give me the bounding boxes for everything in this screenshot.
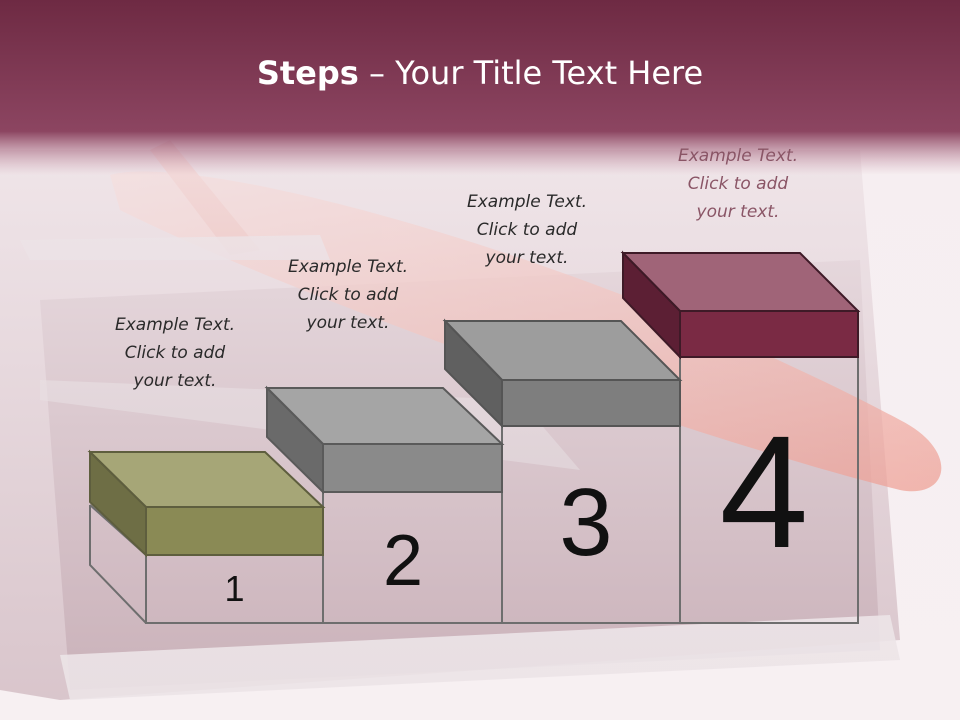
page-title: Steps – Your Title Text Here bbox=[0, 54, 960, 92]
step-1-caption-line-1: Example Text. bbox=[114, 315, 236, 335]
step-2-caption[interactable]: Example Text. Click to add your text. bbox=[263, 253, 433, 337]
step-1-caption-line-2: Click to add bbox=[124, 343, 226, 363]
step-1-caption-line-3: your text. bbox=[133, 371, 217, 391]
step-2-number: 2 bbox=[382, 521, 424, 601]
step-2-caption-line-1: Example Text. bbox=[287, 257, 409, 277]
step-4-number: 4 bbox=[719, 402, 809, 581]
step-4-caption-line-1: Example Text. bbox=[677, 146, 799, 166]
step-1-number: 1 bbox=[224, 568, 245, 609]
title-bold: Steps bbox=[256, 54, 359, 92]
step-3-caption[interactable]: Example Text. Click to add your text. bbox=[442, 188, 612, 272]
step-4-lid bbox=[620, 250, 861, 360]
step-4-caption-line-3: your text. bbox=[696, 202, 780, 222]
step-3-number: 3 bbox=[559, 469, 613, 576]
title-rest: – Your Title Text Here bbox=[358, 54, 704, 92]
step-3-caption-line-3: your text. bbox=[485, 248, 569, 268]
step-2-caption-line-2: Click to add bbox=[297, 285, 399, 305]
header-band bbox=[0, 0, 960, 175]
step-4-caption-line-2: Click to add bbox=[687, 174, 789, 194]
step-3-caption-line-2: Click to add bbox=[476, 220, 578, 240]
step-3-caption-line-1: Example Text. bbox=[466, 192, 588, 212]
step-1-caption[interactable]: Example Text. Click to add your text. bbox=[90, 311, 260, 395]
step-2-caption-line-3: your text. bbox=[306, 313, 390, 333]
step-3-lid bbox=[442, 318, 683, 429]
step-4-caption[interactable]: Example Text. Click to add your text. bbox=[653, 142, 823, 226]
step-1-lid bbox=[87, 449, 326, 558]
steps-graphic bbox=[87, 250, 861, 624]
step-2-lid bbox=[264, 385, 505, 495]
